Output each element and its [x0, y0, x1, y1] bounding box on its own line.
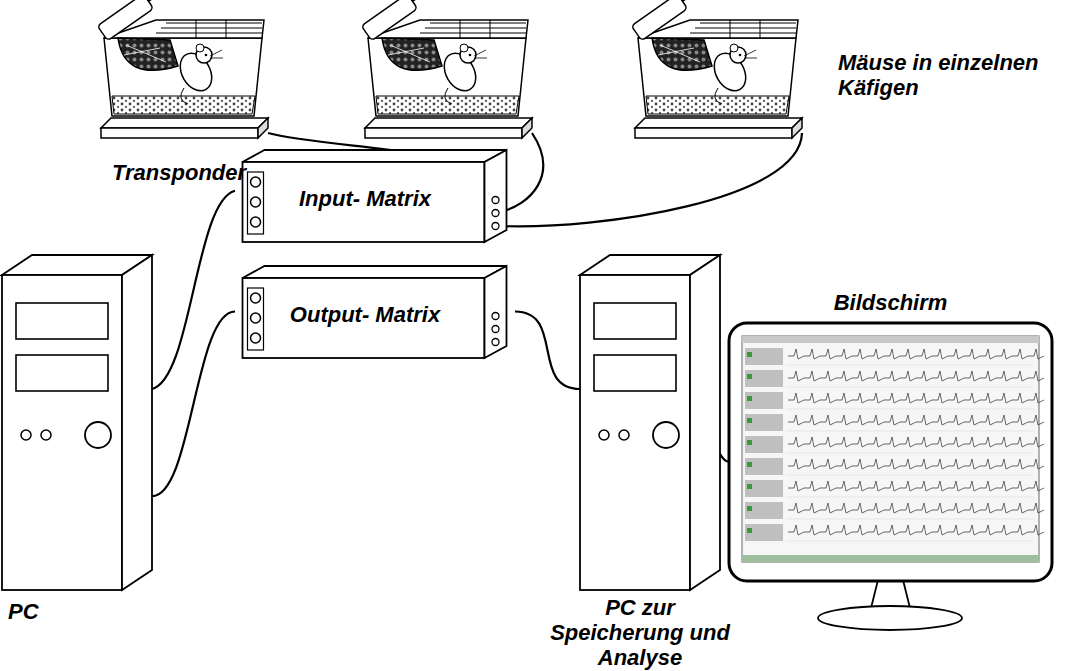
pc-tower: PC — [2, 255, 152, 590]
monitor: Bildschirm — [728, 322, 1053, 632]
analysis-pc-shape — [580, 255, 720, 590]
analysis-pc: PC zur Speicherung und Analyse — [580, 255, 720, 590]
node-label: Input- Matrix — [265, 186, 465, 211]
node-label: Output- Matrix — [265, 302, 465, 327]
cage-caption: Mäuse in einzelnen Käfigen — [838, 50, 1063, 100]
cable — [152, 312, 235, 497]
transponder-label: Transponder — [112, 160, 272, 185]
node-label: PC — [8, 599, 108, 624]
cable — [515, 312, 580, 390]
input-matrix: Input- Matrix — [235, 148, 515, 243]
output-matrix: Output- Matrix — [235, 264, 515, 359]
node-label: Bildschirm — [768, 290, 1013, 315]
node-label: PC zur Speicherung und Analyse — [545, 595, 735, 670]
pc-tower-shape — [2, 255, 152, 590]
monitor-shape — [728, 322, 1053, 632]
cable — [152, 191, 235, 389]
